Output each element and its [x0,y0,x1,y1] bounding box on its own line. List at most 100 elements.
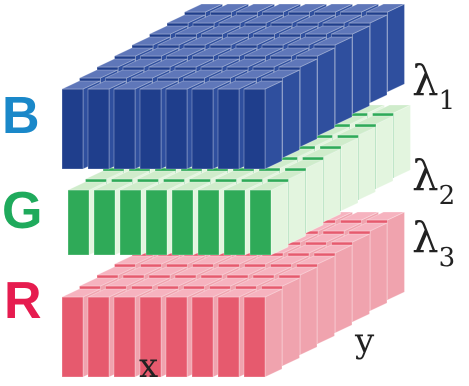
voxel-top-face [131,277,170,287]
voxel-top-face [270,255,309,265]
voxel-top-face [313,244,353,254]
voxel-top-face [113,80,153,90]
voxel-top-face [296,255,335,265]
voxel-top-face [122,266,162,276]
voxel-top-face [340,3,379,13]
voxel-top-face [331,25,370,35]
voxel-side-face [334,244,353,334]
voxel-top-face [79,69,118,79]
voxel-top-face [287,244,327,254]
voxel-column [243,80,283,170]
voxel-top-face [197,181,237,191]
voxel-side-face [282,277,300,367]
voxel-side-face [317,255,335,345]
voxel-top-face [210,3,249,13]
voxel-top-face [148,58,188,68]
voxel-top-face [67,181,107,191]
voxel-top-face [171,181,211,191]
voxel-side-face [299,58,318,148]
voxel-top-face [366,3,405,13]
voxel-top-face [140,47,179,57]
voxel-top-face [105,69,144,79]
voxel-front-face [61,88,84,170]
voxel-front-face [223,189,246,256]
voxel-top-face [157,277,196,287]
voxel-front-face [113,296,136,378]
voxel-top-face [201,25,240,35]
voxel-side-face [369,14,388,104]
voxel-top-face [192,255,231,265]
voxel-side-face [305,159,324,234]
lambda-subscript-3: 3 [439,243,456,273]
voxel-front-face [243,88,266,170]
voxel-side-face [369,222,388,312]
voxel-top-face [200,58,240,68]
voxel-top-face [166,255,205,265]
voxel-top-face [244,255,283,265]
voxel-top-face [354,115,394,125]
voxel-top-face [157,69,196,79]
voxel-top-face [284,159,324,169]
voxel-top-face [249,181,289,191]
voxel-top-face [372,104,411,114]
voxel-top-face [302,148,341,158]
voxel-front-face [87,88,110,170]
voxel-top-face [319,137,359,147]
voxel-top-face [218,255,257,265]
voxel-front-face [249,189,272,256]
voxel-top-face [183,36,223,46]
voxel-top-face [122,58,162,68]
voxel-top-face [183,69,222,79]
voxel-top-face [192,14,232,24]
voxel-top-face [149,25,188,35]
voxel-top-face [61,288,101,298]
voxel-top-face [131,36,171,46]
voxel-top-face [223,181,263,191]
voxel-front-face [165,296,188,378]
voxel-front-face [119,189,142,256]
voxel-top-face [145,181,185,191]
voxel-side-face [352,25,370,115]
voxel-top-face [313,36,353,46]
lambda-subscript-2: 2 [439,181,456,211]
voxel-side-face [288,170,306,245]
voxel-front-face [191,296,214,378]
lambda-symbol-3: λ [412,213,439,262]
voxel-top-face [278,58,318,68]
voxel-top-face [217,288,257,298]
voxel-side-face [352,233,370,323]
channel-label-b: B [2,87,40,145]
voxel-top-face [267,170,306,180]
voxel-top-face [305,233,344,243]
voxel-top-face [270,47,309,57]
voxel-top-face [218,14,258,24]
voxel-top-face [253,25,292,35]
voxel-top-face [174,266,214,276]
voxel-top-face [244,47,283,57]
voxel-top-face [244,14,284,24]
voxel-front-face [139,88,162,170]
voxel-top-face [87,288,127,298]
voxel-top-face [314,3,353,13]
spectral-layer-stack [61,3,411,378]
voxel-top-face [114,255,153,265]
voxel-top-face [61,80,101,90]
voxel-top-face [119,181,159,191]
voxel-top-face [140,255,179,265]
voxel-front-face [93,189,116,256]
voxel-side-face [358,126,376,201]
voxel-top-face [183,277,222,287]
voxel-top-face [175,25,214,35]
voxel-top-face [252,266,292,276]
x-axis-label: x [139,346,158,386]
voxel-top-face [191,80,231,90]
voxel-top-face [261,69,300,79]
voxel-top-face [189,170,228,180]
voxel-top-face [93,181,133,191]
voxel-front-face [61,296,84,378]
voxel-top-face [200,266,240,276]
voxel-top-face [218,47,257,57]
lambda-symbol-1: λ [412,56,439,105]
lambda-subscript-1: 1 [439,86,456,116]
